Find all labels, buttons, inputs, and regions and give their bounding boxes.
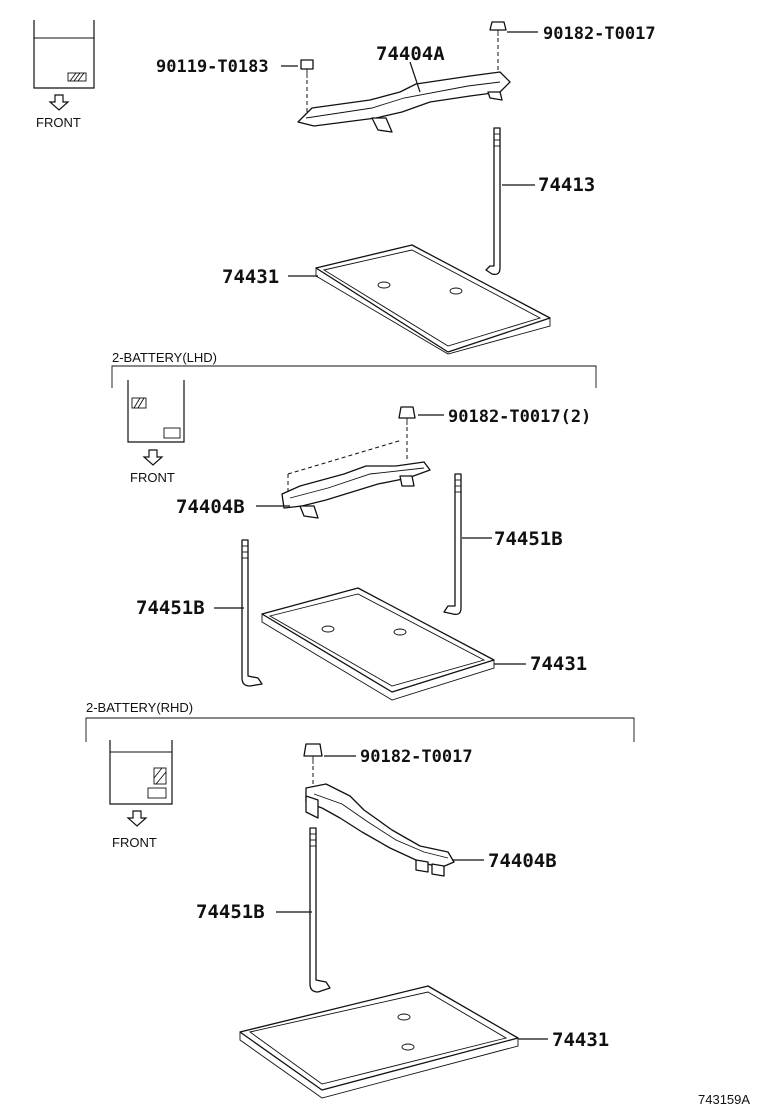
section-title-rhd: 2-BATTERY(RHD) <box>86 700 193 715</box>
label-74404b-rhd: 74404B <box>488 850 557 872</box>
dash-guide-lhd <box>287 439 403 475</box>
label-74451b-left: 74451B <box>136 597 205 619</box>
leader-74404a <box>409 61 421 93</box>
nut-90182-rhd <box>303 743 323 784</box>
front-arrow-icon <box>142 449 164 466</box>
rod-74413 <box>485 127 501 276</box>
section-title-lhd: 2-BATTERY(LHD) <box>112 350 217 365</box>
rod-74451b-right <box>443 473 462 616</box>
nut-90182-lhd <box>398 406 416 462</box>
label-74451b-rhd: 74451B <box>196 901 265 923</box>
bolt-90119 <box>300 59 314 112</box>
section-bracket-rhd <box>85 717 635 742</box>
label-74451b-right: 74451B <box>494 528 563 550</box>
label-90182-lhd: 90182-T0017(2) <box>448 407 591 427</box>
front-label-lhd: FRONT <box>130 470 175 485</box>
label-74431-top: 74431 <box>222 266 279 288</box>
rod-74451b-rhd <box>309 827 331 993</box>
rod-74451b-left <box>241 539 263 687</box>
tray-74431-rhd <box>239 985 519 1099</box>
clamp-74404a <box>297 71 511 133</box>
label-74413: 74413 <box>538 174 595 196</box>
section-bracket-lhd <box>111 365 597 388</box>
tray-74431-top <box>315 244 551 355</box>
label-74431-rhd: 74431 <box>552 1029 609 1051</box>
nut-90182-top <box>489 21 507 80</box>
figure-id: 743159A <box>698 1092 750 1107</box>
location-inset-top <box>33 20 95 89</box>
front-label-top: FRONT <box>36 115 81 130</box>
label-90119: 90119-T0183 <box>156 57 269 77</box>
tray-74431-lhd <box>261 587 495 701</box>
label-74404a: 74404A <box>376 43 445 65</box>
label-74431-lhd: 74431 <box>530 653 587 675</box>
clamp-74404b-rhd <box>305 783 455 877</box>
label-90182-rhd: 90182-T0017 <box>360 747 473 767</box>
clamp-74404b-lhd <box>281 461 431 519</box>
label-90182-top: 90182-T0017 <box>543 24 656 44</box>
location-inset-rhd <box>109 740 173 805</box>
front-arrow-icon <box>48 94 70 111</box>
label-74404b-lhd: 74404B <box>176 496 245 518</box>
front-arrow-icon <box>126 810 148 827</box>
location-inset-lhd <box>127 380 185 443</box>
front-label-rhd: FRONT <box>112 835 157 850</box>
